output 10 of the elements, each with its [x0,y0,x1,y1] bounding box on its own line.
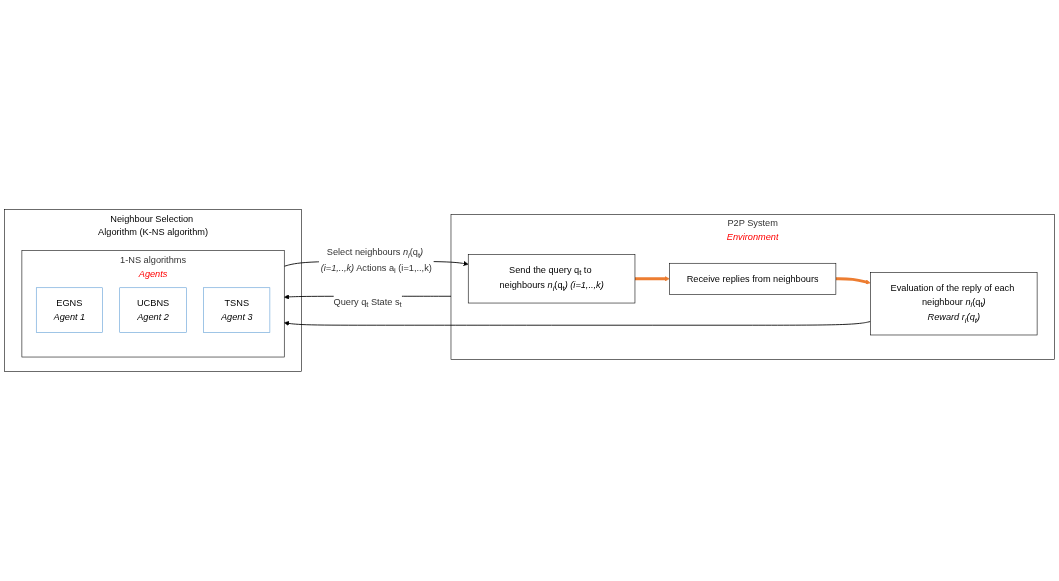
arrow [835,277,871,285]
node-box: UCBNS Agent 2 [119,287,187,333]
edge-label: Select neighbours n$_{i}$(q$_{t}$) (i=1,..,k) Actions a$_{i}$ (i=1,..,k) [320,247,432,276]
edge-label: Query q$_{t}$ State s$_{t}$ [333,296,402,309]
node-box: Receive replies from neighbours [669,262,837,295]
arrow [634,276,670,282]
node-box: Send the query q$_{t}$ to neighbours n$_{i}$(q$_{t}$) (i=1,..,k) [467,254,636,304]
node-box: TSNS Agent 3 [203,287,271,333]
node-box: Evaluation of the reply of each neighbour n$_{i}$(q$_{t}$) Reward r$_{i}$(q$_{t}$) [870,272,1038,336]
node-box: EGNS Agent 1 [35,287,103,333]
